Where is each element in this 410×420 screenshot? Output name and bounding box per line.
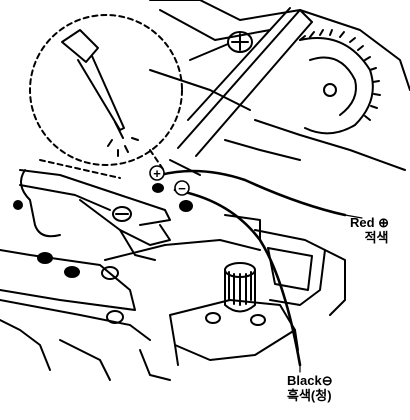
diagonal-bar bbox=[169, 7, 313, 176]
plus-marker: + bbox=[149, 165, 165, 181]
red-lead-wire bbox=[158, 169, 347, 217]
upper-housing bbox=[149, 0, 410, 171]
leader-lines bbox=[299, 214, 363, 373]
arm-screw bbox=[112, 206, 132, 222]
red-lead-label: Red ⊕ 적색 bbox=[350, 215, 389, 245]
red-label-en: Red ⊕ bbox=[350, 215, 390, 230]
probe-magnifier bbox=[29, 14, 183, 179]
svg-text:+: + bbox=[153, 166, 161, 181]
lower-rails bbox=[0, 319, 171, 381]
red-label-ko: 적색 bbox=[364, 230, 389, 245]
base-plate bbox=[0, 239, 261, 341]
plus-terminal-dot bbox=[152, 183, 164, 193]
gear-wheel bbox=[299, 29, 381, 135]
svg-text:−: − bbox=[178, 181, 186, 196]
minus-terminal-dot bbox=[179, 200, 193, 212]
terminal-dots bbox=[13, 183, 193, 278]
black-label-en: Black⊖ bbox=[287, 373, 333, 388]
black-lead-wire bbox=[173, 188, 302, 367]
black-label-ko: 흑색(청) bbox=[287, 388, 332, 403]
minus-marker: − bbox=[174, 180, 190, 196]
top-screw bbox=[189, 31, 253, 61]
battery-box bbox=[224, 214, 346, 316]
left-arm bbox=[19, 169, 171, 261]
black-lead-label: Black⊖ 흑색(청) bbox=[287, 373, 333, 403]
